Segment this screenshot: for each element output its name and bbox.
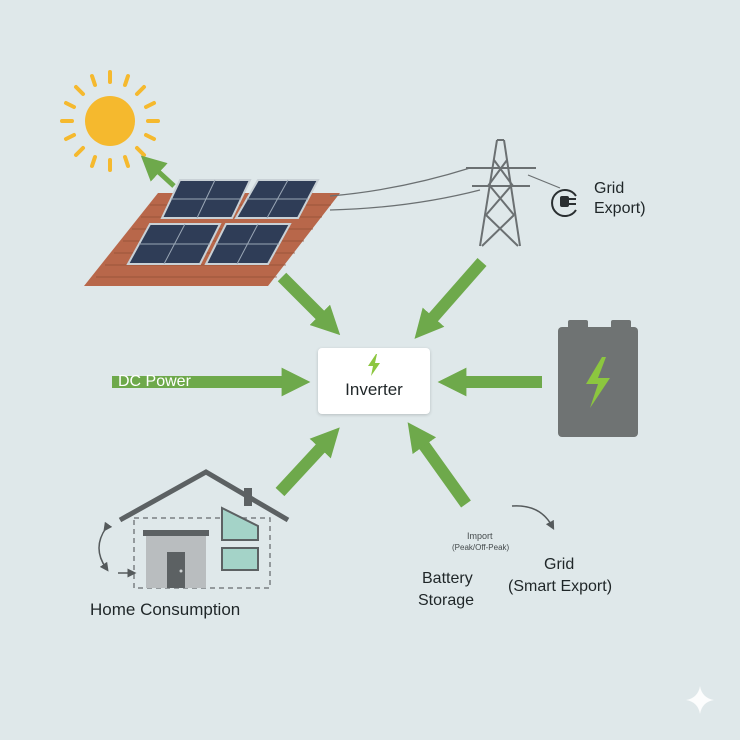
arrow-grid-to-inverter <box>414 258 487 339</box>
power-line <box>329 167 471 197</box>
arrow-solar-to-inverter <box>277 272 341 336</box>
inverter-box: Inverter <box>318 348 430 414</box>
import-curve-arrow <box>511 505 555 530</box>
battery-icon <box>558 320 638 437</box>
battery-storage-label-line1: Battery <box>422 570 473 587</box>
dc-power-label: DC Power <box>118 373 191 390</box>
home-consumption-label: Home Consumption <box>90 600 241 619</box>
power-line <box>527 174 561 189</box>
grid-smart-export-label-line2: (Smart Export) <box>508 578 613 595</box>
panel-to-sun-arrow <box>140 155 176 188</box>
house-icon <box>98 469 290 589</box>
sun-icon <box>60 70 160 172</box>
power-line <box>329 189 481 211</box>
grid-export-label-line1: Grid <box>594 180 625 197</box>
sparkle-icon <box>686 686 714 714</box>
lightning-bolt-icon <box>368 354 380 376</box>
battery-storage-label-line2: Storage <box>418 592 475 609</box>
inverter-label: Inverter <box>345 380 403 399</box>
power-pylon-icon <box>466 139 536 247</box>
grid-smart-export-label-line1: Grid <box>544 556 575 573</box>
solar-panel-roof-icon <box>84 179 340 286</box>
arrow-home-to-inverter <box>275 427 340 497</box>
import-label-line2: (Peak/Off-Peak) <box>452 543 510 552</box>
grid-plug-icon <box>551 189 577 217</box>
arrow-storage-to-inverter <box>407 422 471 508</box>
grid-export-label-line2: Export) <box>594 200 646 217</box>
import-label-line1: Import <box>467 531 493 541</box>
